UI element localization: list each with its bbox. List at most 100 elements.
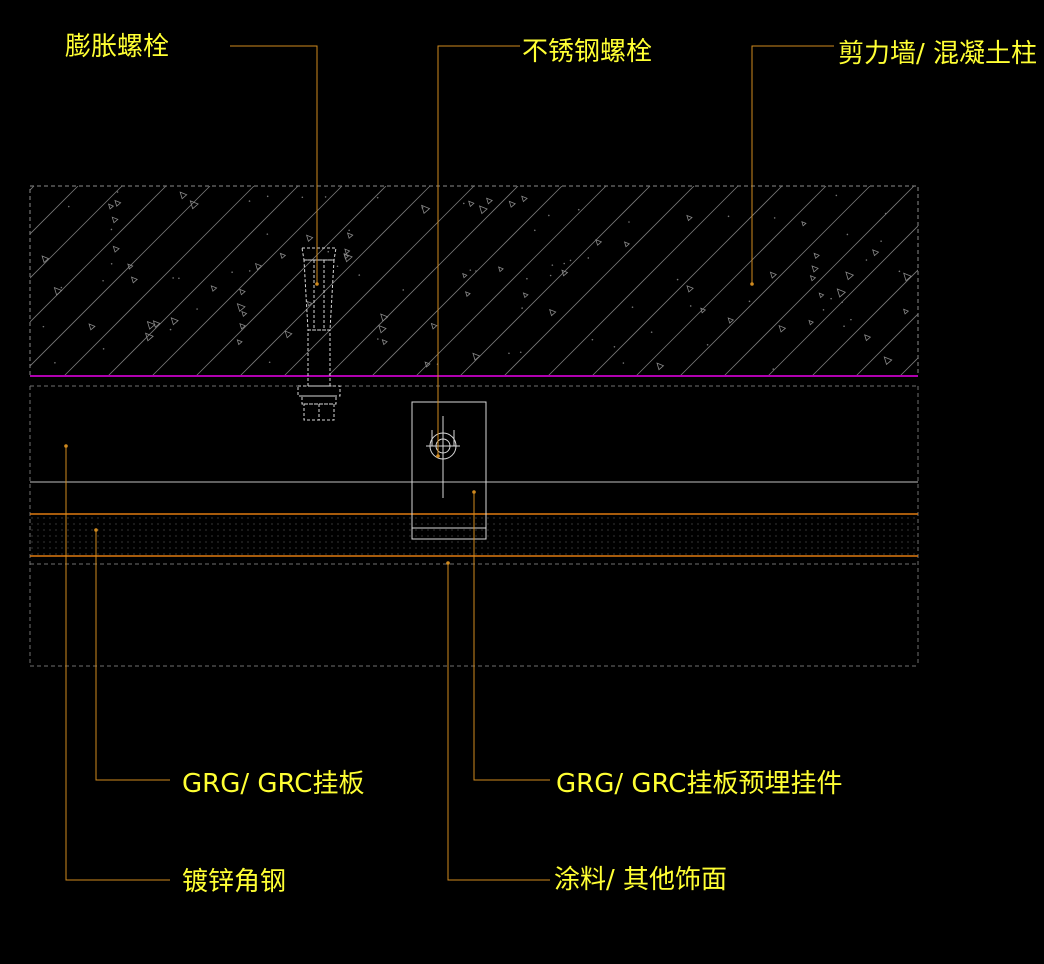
hatch-line [591, 186, 783, 376]
aggregate-mark [883, 356, 893, 366]
aggregate-mark [421, 204, 431, 215]
aggregate-dot [462, 202, 465, 205]
label-grg-panel: GRG/ GRC挂板 [182, 769, 364, 799]
aggregate-dot [377, 338, 379, 340]
hatch-line [195, 186, 387, 376]
aggregate-dot [898, 270, 901, 273]
hatch-line [30, 186, 35, 191]
aggregate-dot [102, 348, 105, 350]
aggregate-dot [519, 351, 522, 354]
aggregate-dot [268, 361, 271, 364]
leader-lines [65, 45, 834, 881]
aggregate-mark [811, 265, 819, 273]
aggregate-dot [613, 345, 616, 348]
aggregate-dot [231, 271, 233, 273]
aggregate-dot [569, 259, 572, 262]
aggregate-dot [884, 212, 887, 215]
aggregate-mark [127, 263, 134, 270]
aggregate-mark [144, 332, 154, 342]
aggregate-mark [346, 232, 354, 239]
aggregate-dot [376, 196, 379, 199]
aggregate-mark [727, 317, 735, 324]
aggregate-mark [801, 221, 807, 227]
aggregate-mark [343, 253, 353, 263]
hatch-line [30, 186, 79, 235]
aggregate-mark [836, 288, 847, 298]
aggregate-dot [577, 208, 580, 211]
aggregate-dot [60, 286, 63, 289]
hatch-line [459, 186, 651, 376]
aggregate-dot [521, 307, 523, 309]
label-coating: 涂料/ 其他饰面 [554, 865, 727, 895]
aggregate-mark [111, 216, 119, 224]
aggregate-dot [841, 301, 843, 304]
aggregate-dot [336, 265, 339, 268]
aggregate-dot [110, 228, 113, 231]
leader-embedded [473, 492, 550, 781]
aggregate-dot [116, 191, 119, 193]
aggregate-mark [380, 313, 389, 322]
hatch-line [30, 186, 123, 279]
leader-stainless-bolt [437, 45, 520, 456]
aggregate-mark [686, 285, 694, 293]
leader-angle [65, 446, 170, 881]
aggregate-dot [622, 362, 625, 364]
aggregate-mark [179, 191, 188, 200]
aggregate-dot [676, 278, 679, 281]
aggregate-mark [468, 200, 475, 208]
aggregate-dot [266, 195, 269, 198]
aggregate-dot [102, 279, 104, 282]
aggregate-mark [241, 310, 248, 317]
aggregate-mark [486, 197, 493, 205]
hatch-line [415, 186, 607, 376]
aggregate-dot [469, 269, 472, 271]
aggregate-mark [686, 214, 693, 222]
hatch-line [899, 357, 918, 376]
aggregate-dot [850, 318, 852, 321]
leader-shear-wall [751, 45, 834, 284]
aggregate-mark [623, 241, 631, 248]
aggregate-mark [378, 324, 387, 334]
label-stainless-bolt: 不锈钢螺栓 [522, 37, 652, 67]
aggregate-dot [475, 270, 477, 272]
aggregate-dot [706, 343, 709, 346]
aggregate-dot [846, 233, 849, 236]
hatch-line [944, 186, 1044, 376]
label-expansion-bolt: 膨胀螺栓 [65, 32, 169, 62]
label-grg-embedded: GRG/ GRC挂板预埋挂件 [556, 769, 842, 799]
aggregate-dot [327, 250, 330, 253]
hatch-line [723, 186, 915, 376]
hatch-line [811, 269, 918, 376]
aggregate-dot [563, 262, 565, 265]
hatch-line [107, 186, 299, 376]
aggregate-dot [631, 306, 634, 308]
aggregate-mark [656, 362, 665, 371]
aggregate-dot [324, 196, 327, 198]
aggregate-dot [830, 297, 832, 300]
aggregate-mark [813, 252, 820, 260]
aggregate-mark [381, 339, 388, 346]
aggregate-dot [266, 233, 269, 235]
leader-expansion-bolt [230, 45, 318, 284]
hatch-line [635, 186, 827, 376]
hatch-line [988, 186, 1044, 376]
aggregate-mark [498, 266, 504, 273]
aggregate-dot [348, 229, 350, 232]
aggregate-dot [748, 300, 751, 303]
hatch-line [30, 186, 167, 323]
aggregate-dot [549, 274, 552, 277]
aggregate-dot [248, 200, 251, 202]
aggregate-dot [402, 289, 405, 291]
aggregate-mark [236, 303, 246, 313]
aggregate-mark [549, 308, 557, 317]
aggregate-mark [864, 334, 872, 342]
aggregate-dot [421, 206, 424, 209]
aggregate-dot [54, 361, 56, 364]
aggregate-mark [521, 195, 528, 203]
aggregate-mark [114, 199, 122, 207]
aggregate-dot [628, 221, 630, 223]
aggregate-dot [591, 338, 594, 341]
aggregate-dot [650, 331, 653, 333]
aggregate-mark [508, 200, 516, 208]
